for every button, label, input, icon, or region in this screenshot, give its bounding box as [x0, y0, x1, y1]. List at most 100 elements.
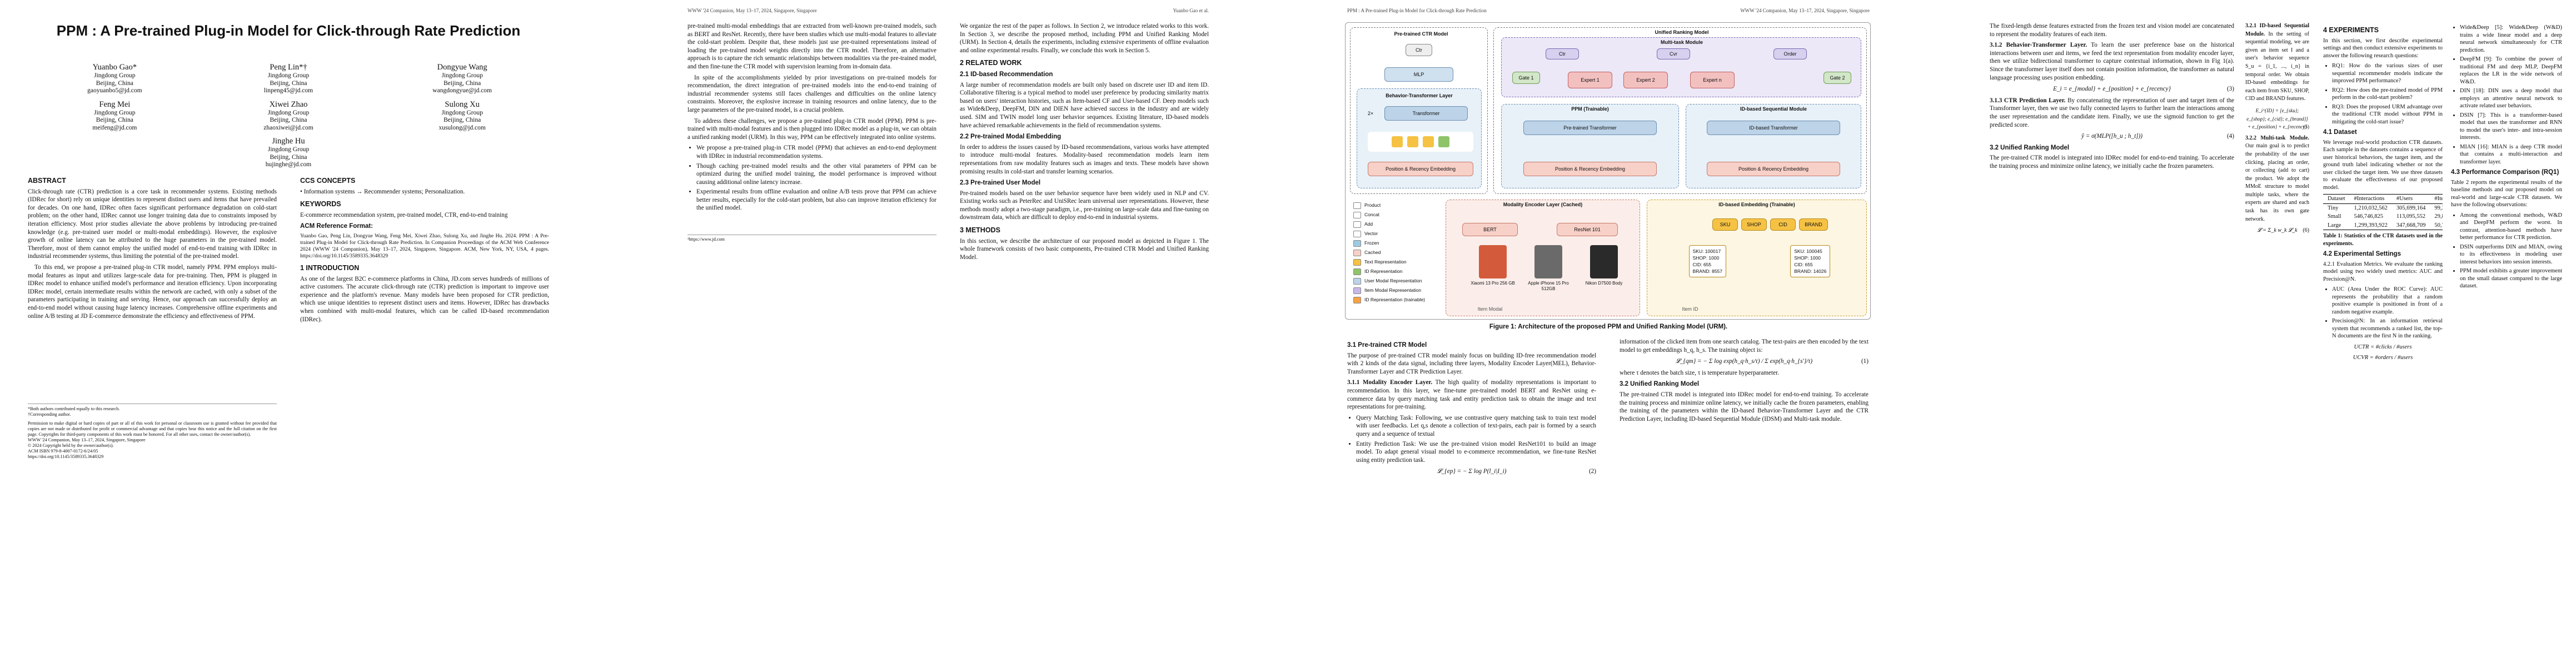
uctr-equation: UCTR = #clicks / #users — [2354, 344, 2412, 350]
page2-left-column: pre-trained multi-modal embeddings that … — [687, 22, 936, 656]
sku-line: CID: 655 — [1692, 262, 1712, 267]
list-item: RQ1: How do the various sizes of user se… — [2332, 62, 2443, 85]
table-cell: 50,757,212 — [2430, 221, 2443, 230]
mlp-box: MLP — [1384, 67, 1453, 82]
repeat-2x-label: 2× — [1367, 111, 1374, 116]
ctr-output: Ctr — [1406, 44, 1432, 56]
legend-item: Item Modal Representation — [1353, 286, 1437, 295]
id-transformer-block: ID-based Transformer — [1707, 121, 1840, 135]
author-org: Jingdong Group — [94, 72, 136, 79]
table-header-cell: #Interactions — [2349, 194, 2392, 204]
observation-list: Among the conventional methods, W&D and … — [2460, 212, 2562, 290]
list-item: DSIN outperforms DIN and MIAN, owing to … — [2460, 243, 2562, 266]
shop-box: SHOP — [1741, 218, 1767, 231]
sku-line: SHOP: 1000 — [1692, 255, 1720, 261]
legend-label: Item Modal Representation — [1364, 287, 1422, 293]
ccs-heading: CCS CONCEPTS — [300, 177, 356, 185]
subsection-heading: 3.2.2 Multi-task Module. — [2245, 135, 2309, 141]
section-heading: 4.2 Experimental Settings — [2323, 251, 2401, 257]
para: In the setting of sequential modeling, w… — [2245, 31, 2309, 102]
legend-swatch — [1353, 258, 1361, 266]
equation-number: (4) — [2226, 133, 2234, 140]
id-feature-row: SKU SHOP CID BRAND — [1712, 218, 1828, 231]
ccs-text: • Information systems → Recommender syst… — [300, 188, 465, 195]
legend-item: ID Representation (trainable) — [1353, 295, 1437, 305]
author-name: Jinghe Hu — [272, 137, 305, 146]
author-org: Jingdong Group — [267, 72, 310, 79]
legend-swatch — [1353, 230, 1361, 237]
running-header-right: Yuanbo Gao et al. — [1173, 8, 1209, 13]
subsection-heading: 3.1.2 Behavior-Transformer Layer. — [1990, 42, 2087, 49]
expert-1: Expert 1 — [1568, 72, 1612, 88]
expert-n: Expert n — [1690, 72, 1735, 88]
legend-swatch — [1353, 249, 1361, 256]
list-item: AUC (Area Under the ROC Curve): AUC repr… — [2332, 286, 2443, 316]
task-list: Query Matching Task: Following, we use c… — [1356, 414, 1596, 465]
equation-text: ŷ = σ(MLP([h_u ; h_t])) — [2081, 133, 2142, 140]
legend-label: ID Representation — [1364, 268, 1403, 274]
legend-item: ID Representation — [1353, 267, 1437, 276]
list-item: We propose a pre-trained plug-in CTR mod… — [696, 144, 936, 160]
equation-1: 𝓛_{qm} = − Σ log exp(h_q·h_s/τ) / Σ exp(… — [1620, 357, 1869, 366]
brand-box: BRAND — [1799, 218, 1828, 231]
multitask-title: Multi-task Module — [1661, 39, 1703, 45]
page1-right-column: CCS CONCEPTS • Information systems → Rec… — [300, 172, 549, 661]
section-heading: 4.1 Dataset — [2323, 129, 2357, 136]
legend-label: Text Representation — [1364, 259, 1407, 265]
pretrained-ctr-title: Pre-trained CTR Model — [1394, 31, 1448, 37]
list-item: Query Matching Task: Following, we use c… — [1356, 414, 1596, 439]
resnet-box: ResNet 101 — [1557, 223, 1618, 236]
legend-swatch — [1353, 296, 1361, 303]
section-heading: 3.1 Pre-trained CTR Model — [1347, 342, 1427, 349]
section-heading: 4.3 Performance Comparison (RQ1) — [2451, 169, 2559, 176]
product-image — [1534, 245, 1562, 278]
table-cell: Small — [2328, 213, 2341, 220]
author-city: Beijing, China — [270, 153, 307, 161]
pretrained-ctr-panel — [1350, 27, 1488, 194]
para: To learn the user preference base on the… — [1990, 42, 2234, 81]
equation-3: E_i = e_{modal} + e_{position} + e_{rece… — [1990, 85, 2234, 93]
related-work-heading: 2 RELATED WORK — [960, 59, 1022, 67]
list-item: DIN [18]: DIN uses a deep model that emp… — [2460, 87, 2562, 110]
baseline-list: Wide&Deep [5]: Wide&Deep (W&D) trains a … — [2460, 24, 2562, 166]
legend-label: User Modal Representation — [1364, 278, 1422, 283]
list-item: Entity Prediction Task: We use the pre-t… — [1356, 440, 1596, 465]
subsection-heading: 3.1.1 Modality Encoder Layer. — [1347, 379, 1433, 386]
multitask-module — [1501, 37, 1861, 97]
acm-ref-heading: ACM Reference Format: — [300, 223, 373, 230]
abstract-text: Click-through rate (CTR) prediction is a… — [28, 188, 277, 260]
para: A large number of recommendation models … — [960, 81, 1209, 129]
product-name: Nikon D7500 Body — [1585, 281, 1623, 286]
page-1: PPM : A Pre-trained Plug-in Model for Cl… — [0, 0, 577, 667]
product-card: Xiaomi 13 Pro 256 GB — [1471, 245, 1515, 301]
contribution-list: We propose a pre-trained plug-in CTR mod… — [696, 144, 936, 212]
item-id-label: Item ID — [1682, 306, 1698, 312]
table-cell: Large — [2323, 221, 2350, 230]
equation-text: 𝓛_{ep} = − Σ log P(l_i|I_i) — [1437, 468, 1507, 475]
author-name: Peng Lin*† — [270, 63, 307, 72]
keywords-text: E-commerce recommendation system, pre-tr… — [300, 211, 508, 218]
para: 4.2.1 Evaluation Metrics. We evaluate th… — [2323, 261, 2443, 282]
para: where τ denotes the batch size, τ is tem… — [1620, 369, 1780, 376]
para: In spite of the accomplishments yielded … — [687, 74, 936, 113]
experiments-heading: 4 EXPERIMENTS — [2323, 26, 2379, 34]
pretrained-transformer-block: Pre-trained Transformer — [1523, 121, 1657, 135]
list-item: RQ2: How does the pre-trained model of P… — [2332, 87, 2443, 102]
sku-line: BRAND: 8557 — [1692, 268, 1722, 274]
legend-label: Concat — [1364, 212, 1379, 217]
footnote-permission: Permission to make digital or hard copie… — [28, 421, 277, 460]
page-3: PPM : A Pre-trained Plug-in Model for Cl… — [1319, 0, 1897, 667]
equation-text: E_i = e_{modal} + e_{position} + e_{rece… — [2053, 86, 2171, 93]
legend-label: ID Representation (trainable) — [1364, 297, 1426, 302]
author-city: Beijing, China — [444, 79, 481, 87]
author-city: Beijing, China — [96, 117, 133, 123]
running-header-right: WWW '24 Companion, May 13–17, 2024, Sing… — [1740, 8, 1870, 13]
metrics-list: AUC (Area Under the ROC Curve): AUC repr… — [2332, 286, 2443, 340]
legend-swatch — [1353, 240, 1361, 247]
